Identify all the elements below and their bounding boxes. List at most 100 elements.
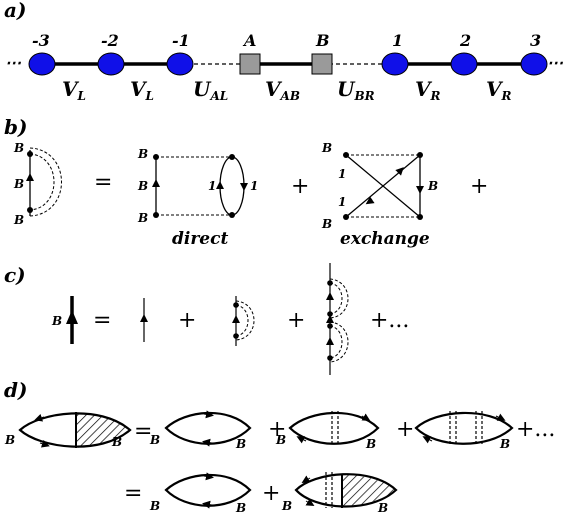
node-label: B [235, 501, 246, 515]
equals-sign: = [124, 481, 142, 506]
direct-label: direct [172, 229, 228, 249]
bubble-outline [288, 411, 380, 445]
exchange-diagram: B B B 1 1 exchange [321, 141, 438, 249]
plus-sign: + [262, 481, 280, 506]
panel-b: b) B B B = B B [4, 115, 488, 249]
site-number: 1 [392, 31, 403, 50]
node-label: B [111, 435, 122, 449]
interaction-line [235, 304, 249, 337]
arrow [395, 167, 404, 176]
plus-sign: + [268, 417, 286, 442]
plus-sign: + [470, 174, 488, 199]
interaction-line [329, 282, 343, 315]
simple-bubble: B B [149, 410, 252, 451]
site-number: -1 [172, 31, 190, 50]
node-label: B [427, 179, 438, 193]
node-label: B [321, 217, 332, 231]
arrow [66, 310, 78, 324]
propagator-line [345, 154, 421, 218]
vertex-hatch [76, 412, 130, 448]
lead-site [28, 52, 56, 76]
arrow [34, 413, 45, 422]
node-label: B [365, 437, 376, 451]
loop-label: 1 [208, 179, 216, 193]
coupling-label: VL [130, 77, 154, 103]
plus-sign: + [178, 308, 196, 333]
arrow [422, 436, 433, 444]
site-number: 2 [459, 31, 471, 50]
arrow [365, 196, 375, 205]
arrow [296, 436, 307, 444]
equals-sign: = [94, 170, 112, 195]
panel-d: d) B B = B B + B B [4, 378, 555, 515]
arrow [202, 500, 213, 509]
plus-sign: + [287, 308, 305, 333]
interaction-line [29, 147, 62, 217]
equals-sign: = [93, 308, 111, 333]
plus-sign: + [396, 417, 414, 442]
node-label: B [281, 499, 292, 513]
arrow [203, 472, 214, 481]
interaction-line [329, 321, 349, 363]
coupling-labels: VL VL UAL VAB UBR VR VR [62, 77, 512, 103]
node-label: B [149, 433, 160, 447]
vertex-hatch [342, 474, 396, 508]
interaction-line [235, 300, 255, 341]
site-number: -3 [32, 31, 50, 50]
simple-bubble-2: B B [149, 472, 252, 515]
full-bubble: B B [4, 412, 132, 449]
lead-site [450, 52, 478, 76]
arrow [202, 438, 213, 447]
series-tail: +... [516, 417, 555, 442]
second-order-term [326, 263, 349, 375]
node-label: B [137, 211, 148, 225]
lead-site [97, 52, 125, 76]
coupling-label: VAB [265, 77, 300, 103]
panel-a: a) ⋯ ⋯ -3 -2 -1 A B 1 2 3 VL VL UAL [4, 0, 564, 103]
exchange-label: exchange [340, 229, 430, 249]
coupling-label: UBR [337, 77, 375, 103]
vertex [229, 154, 235, 160]
plus-sign: + [291, 174, 309, 199]
panel-d-label: d) [4, 378, 27, 402]
node-label: B [13, 141, 24, 155]
arrow [495, 413, 506, 421]
lead-site [166, 52, 194, 76]
impurity-site-B [311, 53, 333, 75]
impurity-label: A [242, 31, 256, 50]
coupling-label: VL [62, 77, 86, 103]
direct-diagram: B B B 1 1 direct [137, 147, 258, 249]
interaction-line [329, 325, 343, 359]
rung-plus-full-bubble: B B [281, 472, 398, 515]
node-label: B [321, 141, 332, 155]
node-label: B [377, 501, 388, 515]
node-label: B [499, 437, 510, 451]
arrow [39, 439, 50, 448]
panel-c: c) B = + + [4, 263, 409, 375]
lead-site [520, 52, 548, 76]
vertex [229, 212, 235, 218]
loop-label: 1 [338, 195, 346, 209]
arrow [203, 410, 214, 419]
loop-label: 1 [250, 179, 258, 193]
node-label: B [13, 213, 24, 227]
loop-label: 1 [338, 167, 346, 181]
coupling-label: VR [415, 77, 441, 103]
panel-b-label: b) [4, 115, 27, 139]
series-tail: +... [370, 308, 409, 333]
node-label: B [4, 433, 15, 447]
bubble-outline [164, 473, 252, 507]
left-ellipsis: ⋯ [5, 53, 22, 72]
bubble-outline [294, 473, 398, 508]
coupling-label: VR [486, 77, 512, 103]
bubble-outline [164, 411, 252, 445]
site-number: -2 [101, 31, 119, 50]
right-ellipsis: ⋯ [547, 53, 564, 72]
bubble-outline [414, 411, 514, 445]
node-label: B [137, 147, 148, 161]
two-rung-bubble: B [414, 411, 514, 451]
interaction-line [29, 153, 55, 211]
lead-site [381, 52, 409, 76]
